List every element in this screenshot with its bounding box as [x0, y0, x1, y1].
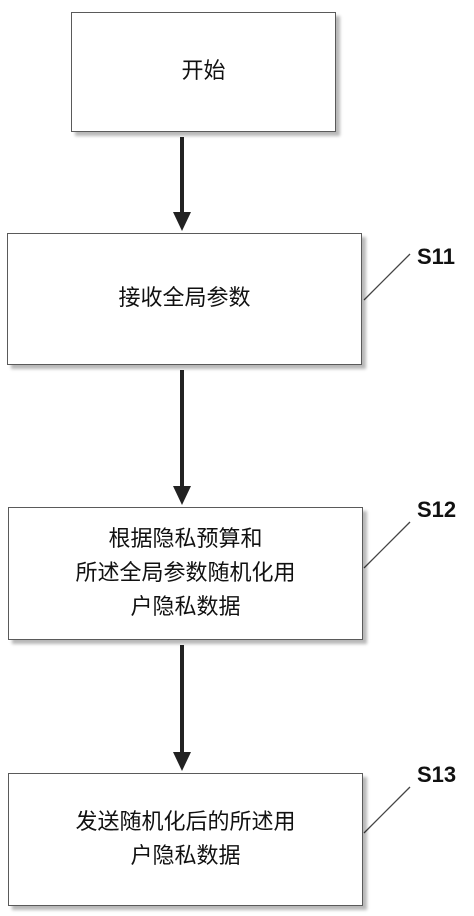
start-box-text: 开始 [181, 59, 226, 84]
step-s12-box: 根据隐私预算和 所述全局参数随机化用 户隐私数据 [8, 507, 363, 640]
step-s12-text-line-3: 户隐私数据 [130, 594, 241, 620]
leader-line-s11 [363, 253, 411, 301]
start-box: 开始 [71, 12, 336, 132]
leader-line-s13 [363, 786, 411, 834]
step-s13-text-line-1: 发送随机化后的所述用 [75, 809, 296, 835]
step-s12-text-line-2: 所述全局参数随机化用 [75, 560, 296, 586]
leader-line-s12 [363, 521, 411, 569]
arrow-start-to-s11 [173, 137, 191, 231]
step-label-s13: S13 [417, 762, 457, 787]
step-s13-text-line-2: 户隐私数据 [130, 843, 241, 869]
arrow-s12-to-s13 [173, 645, 191, 771]
step-s13-box: 发送随机化后的所述用 户隐私数据 [8, 773, 363, 906]
arrow-s11-to-s12 [173, 370, 191, 505]
step-label-s12: S12 [417, 497, 457, 522]
step-s11-box: 接收全局参数 [7, 233, 362, 365]
step-s12-text-line-1: 根据隐私预算和 [108, 526, 263, 552]
step-label-s11: S11 [417, 244, 455, 269]
step-s11-text: 接收全局参数 [118, 286, 251, 311]
